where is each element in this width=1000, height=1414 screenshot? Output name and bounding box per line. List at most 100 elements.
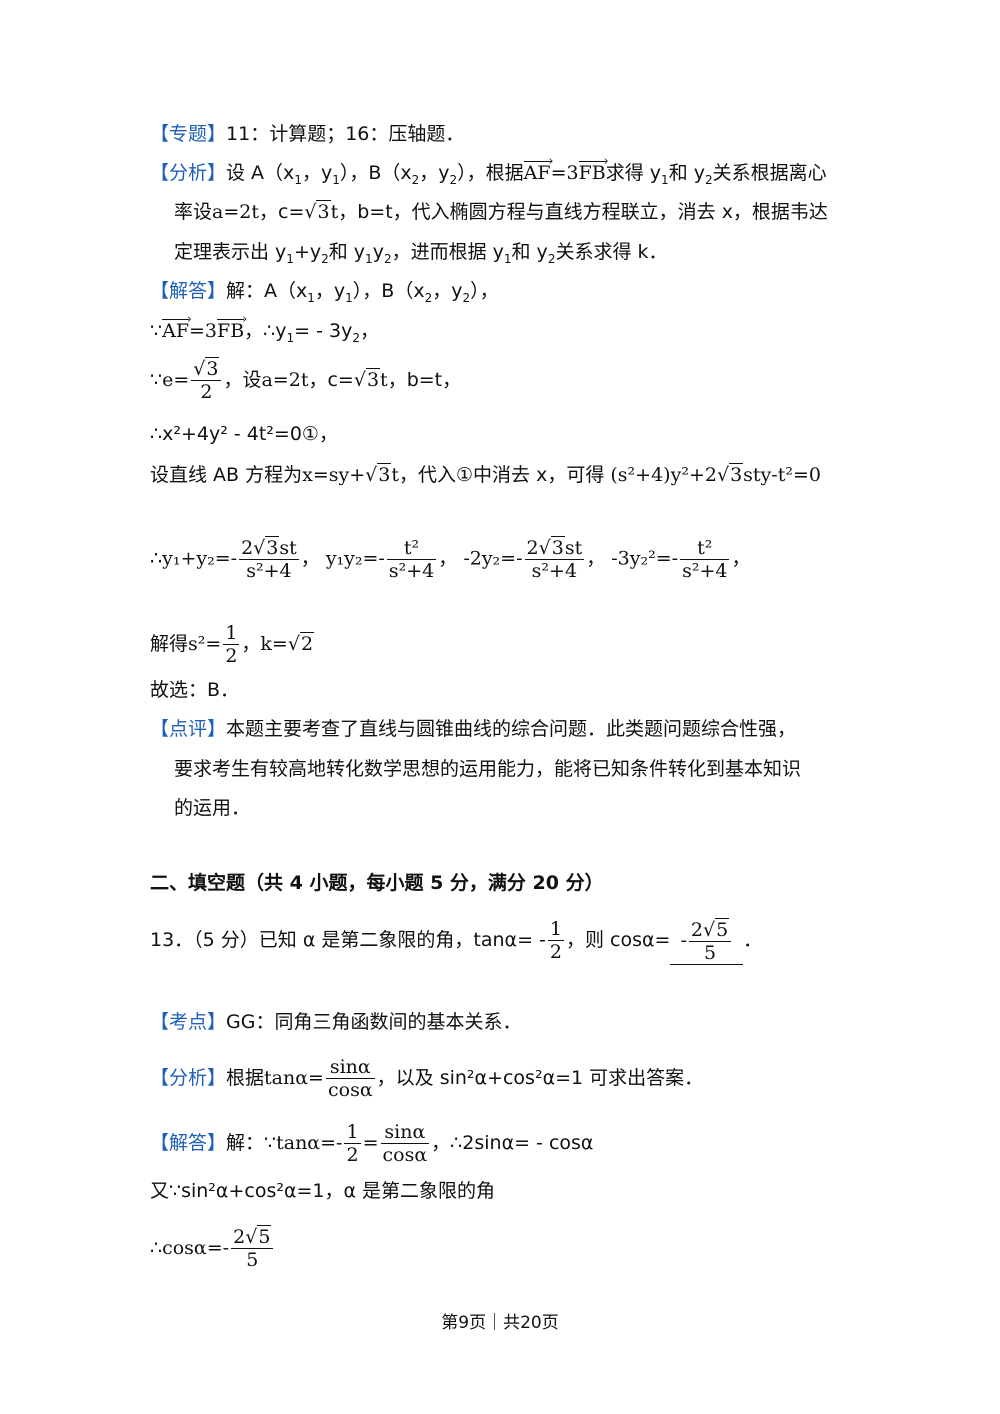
text: ∵ <box>150 320 163 342</box>
text: ． <box>743 929 763 951</box>
text: 定理表示出 y <box>174 241 287 263</box>
text: =3 <box>550 162 579 184</box>
text: ， <box>241 633 261 655</box>
solution2-line-2: 又∵sin²α+cos²α=1，α 是第二象限的角 <box>150 1180 496 1202</box>
text: 设直线 AB 方程为 <box>150 464 303 486</box>
vector-af: AF <box>523 148 553 187</box>
text: +y <box>293 241 322 263</box>
keypoint-tag: 【考点】 <box>150 1011 227 1033</box>
analysis-line-1: 【分析】设 A（x1，y1），B（x2，y2），根据AF=3FB求得 y1和 y… <box>150 148 827 194</box>
text: a=2t <box>212 201 259 223</box>
vector-fb: FB <box>578 148 609 187</box>
numerator: 1 <box>223 622 240 645</box>
text: st <box>564 537 583 559</box>
text: st <box>279 537 297 559</box>
sqrt-3: 3 <box>365 368 381 391</box>
denominator: s²+4 <box>246 560 292 582</box>
denominator: cosα <box>327 1079 373 1101</box>
solution-line-4: ∴x²+4y² - 4t²=0①， <box>150 423 338 445</box>
text: cosα=- <box>162 1237 230 1259</box>
comment-line-2: 要求考生有较高地转化数学思想的运用能力，能将已知条件转化到基本知识 <box>174 758 802 780</box>
text: (s²+4)y²+2 <box>610 464 717 486</box>
sqrt-3: 3 <box>265 536 280 559</box>
analysis-line-2: 率设a=2t，c=√3t，b=t，代入椭圆方程与直线方程联立，消去 x，根据韦达 <box>174 200 828 223</box>
text: ，∴2sinα= - cosα <box>431 1132 594 1154</box>
section-heading: 二、填空题（共 4 小题，每小题 5 分，满分 20 分） <box>150 872 604 894</box>
text: 根据 <box>226 1067 265 1089</box>
denominator: 2 <box>225 645 238 667</box>
text: 关系根据离心 <box>712 162 827 184</box>
text: = <box>362 1132 379 1154</box>
text: ，b=t， <box>387 369 462 391</box>
text: ，代入①中消去 x，可得 <box>399 464 605 486</box>
text: 和 y <box>328 241 366 263</box>
text: ，∴y <box>244 320 287 342</box>
topic-line: 【专题】11：计算题；16：压轴题． <box>150 120 464 148</box>
text: y₁+y₂=- <box>162 547 238 570</box>
text: 率设 <box>174 201 213 223</box>
text: 本题主要考查了直线与圆锥曲线的综合问题．此类题问题综合性强， <box>226 718 797 740</box>
analysis-line-3: 定理表示出 y1+y2和 y1y2，进而根据 y1和 y2关系求得 k． <box>174 241 668 266</box>
text: ，c= <box>259 201 305 223</box>
text: -2y₂=- <box>463 547 523 570</box>
text: ， <box>300 547 320 570</box>
text: ，设 <box>223 369 262 391</box>
text: 解得 <box>150 633 189 655</box>
text: ，进而根据 y <box>391 241 504 263</box>
coef: 2 <box>233 1226 246 1248</box>
text: ），B（x <box>352 280 425 302</box>
text: t <box>330 201 339 223</box>
text: ∴ <box>150 1237 163 1259</box>
numerator: 1 <box>547 918 564 941</box>
keypoint-line: 【考点】GG：同角三角函数间的基本关系． <box>150 1008 521 1036</box>
sqrt-3: 3 <box>205 357 220 380</box>
solution-line-1: 【解答】解：A（x1，y1），B（x2，y2）， <box>150 280 499 305</box>
text: ，y <box>432 280 463 302</box>
sqrt-3: 3 <box>550 536 565 559</box>
text: ，y <box>314 280 346 302</box>
comment-line-3: 的运用． <box>174 797 251 819</box>
text: ，y <box>301 162 333 184</box>
text: - <box>680 929 687 951</box>
text: ， <box>359 320 379 342</box>
text: a=2t <box>261 369 309 391</box>
text: -3y₂²=- <box>611 547 679 570</box>
solution2-tag: 【解答】 <box>150 1132 227 1154</box>
text: 设 A（x <box>226 162 295 184</box>
text: ，b=t，代入椭圆方程与直线方程联立，消去 x，根据韦达 <box>338 201 828 223</box>
denominator: 2 <box>549 941 562 963</box>
analysis-tag: 【分析】 <box>150 162 227 184</box>
vector-af: AF <box>162 306 192 345</box>
text: ∴ <box>150 547 163 570</box>
topic-tag: 【专题】 <box>150 123 227 145</box>
text: sty-t²=0 <box>743 464 821 486</box>
comment-line-1: 【点评】本题主要考查了直线与圆锥曲线的综合问题．此类题问题综合性强， <box>150 715 796 743</box>
denominator: cosα <box>382 1144 428 1166</box>
sqrt-2: 2 <box>299 632 315 655</box>
numerator: t² <box>386 537 437 560</box>
solution-line-2: ∵AF=3FB，∴y1= - 3y2， <box>150 306 379 352</box>
coef: 2 <box>241 537 254 559</box>
text: e= <box>162 369 190 391</box>
text: 解：A（x <box>226 280 308 302</box>
topic-text: 11：计算题；16：压轴题． <box>226 123 465 145</box>
numerator: sinα <box>325 1056 375 1079</box>
